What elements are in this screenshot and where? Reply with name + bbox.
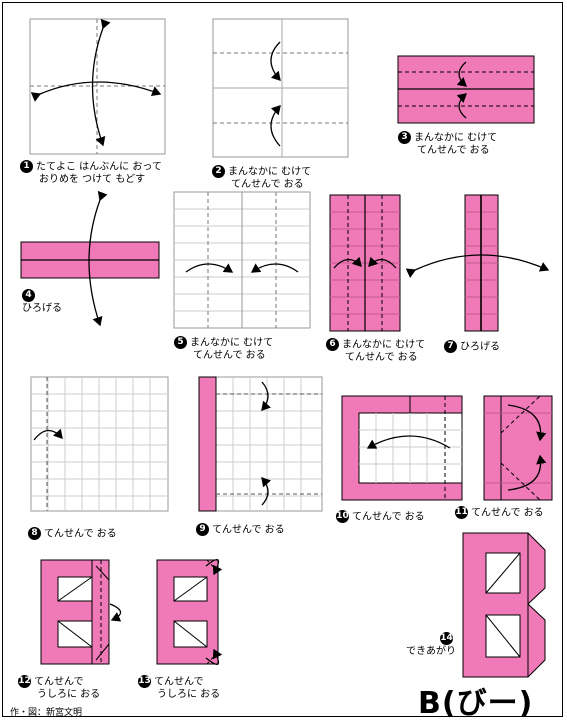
step-12-diagram [40, 559, 122, 665]
step-4-caption: 4 ひろげる [22, 289, 62, 314]
page-frame [2, 2, 563, 717]
step-14-caption: 14 できあがり [406, 632, 456, 657]
step-1-diagram [29, 18, 166, 155]
credit-text: 作・図：新宮文明 [10, 708, 83, 718]
step-6-diagram [329, 194, 401, 332]
step-7-diagram [405, 194, 550, 332]
step-10-diagram [341, 395, 463, 501]
step-5-diagram [173, 191, 311, 329]
step-2-diagram [212, 18, 349, 158]
step-4-diagram [20, 190, 160, 327]
step-9-diagram [198, 376, 323, 512]
page-title: B(びー) [418, 686, 534, 721]
step-3-diagram [397, 55, 535, 124]
step-8-diagram [30, 376, 169, 512]
step-13-diagram [156, 558, 223, 666]
step-11-diagram [483, 395, 553, 501]
step-14-diagram [462, 532, 546, 678]
